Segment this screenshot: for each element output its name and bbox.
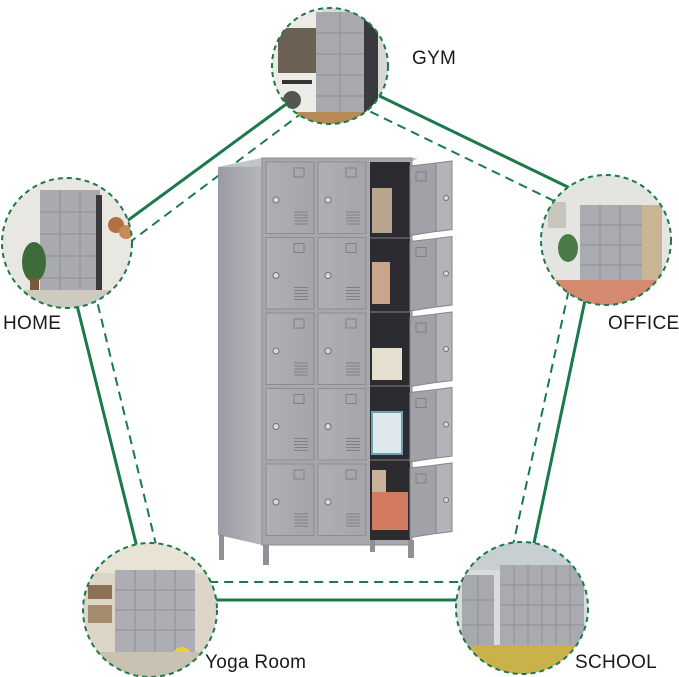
lock-icon: [443, 270, 449, 277]
open-doors: [409, 160, 453, 539]
lock-icon: [272, 347, 280, 355]
locker-door: [265, 237, 315, 310]
yoga-room-photo: [82, 542, 218, 677]
locker-door: [317, 463, 367, 536]
lock-icon: [324, 498, 332, 506]
open-locker-door: [409, 462, 453, 539]
school-label: SCHOOL: [575, 652, 658, 673]
lock-icon: [272, 272, 280, 279]
lock-icon: [272, 423, 280, 430]
locker-door: [317, 312, 367, 385]
lock-icon: [324, 423, 332, 430]
open-locker-door: [409, 160, 453, 237]
open-locker-door: [409, 311, 453, 388]
school-photo: [455, 541, 589, 675]
lock-icon: [272, 498, 280, 506]
lock-icon: [324, 196, 332, 204]
lock-icon: [272, 196, 280, 204]
lock-icon: [324, 347, 332, 355]
open-locker-door: [409, 235, 453, 312]
office-photo: [540, 174, 672, 306]
locker-door: [265, 161, 315, 234]
yoga-room-label: Yoga Room: [205, 652, 307, 673]
office-label: OFFICE: [608, 313, 679, 334]
locker-door: [265, 388, 315, 461]
lock-icon: [443, 497, 449, 503]
locker-door: [265, 463, 315, 536]
locker-door: [265, 312, 315, 385]
locker-door: [317, 237, 367, 310]
lock-icon: [324, 272, 332, 279]
locker-cabinet: [218, 157, 453, 565]
gym-photo: [271, 7, 389, 125]
lock-icon: [443, 195, 449, 201]
lock-icon: [443, 346, 449, 352]
locker-doors: [265, 161, 367, 536]
locker-door: [317, 161, 367, 234]
home-photo: [1, 177, 133, 309]
open-locker-door: [409, 386, 453, 463]
lock-icon: [443, 421, 449, 428]
gym-label: GYM: [412, 48, 457, 69]
home-label: HOME: [3, 313, 62, 334]
locker-door: [317, 388, 367, 461]
